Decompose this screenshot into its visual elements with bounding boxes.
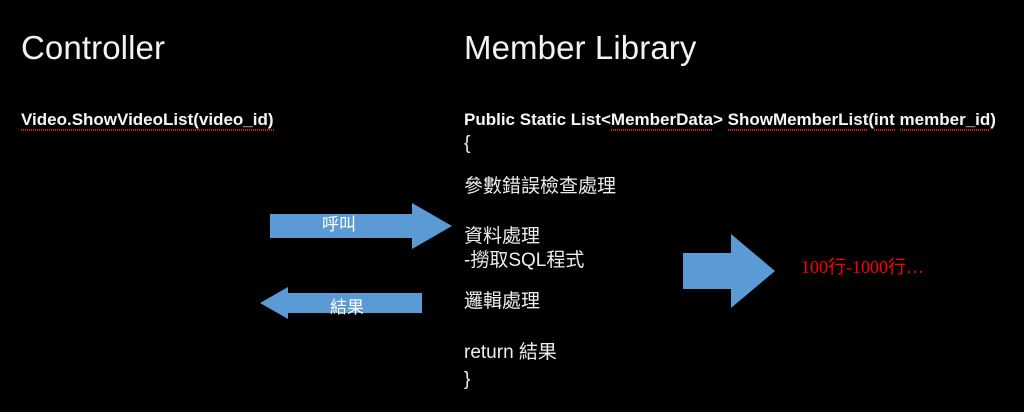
heading-controller: Controller — [21, 29, 166, 66]
brace-close: } — [464, 369, 471, 390]
member-library-signature: Public Static List<MemberData> ShowMembe… — [464, 109, 996, 132]
arrow-call-label: 呼叫 — [322, 215, 356, 234]
arrow-result-shape — [260, 287, 422, 319]
body-line-sql-fetch: -撈取SQL程式 — [464, 250, 585, 271]
annotation-lines-of-code: 100行-1000行… — [801, 257, 924, 277]
brace-open: { — [464, 133, 471, 154]
arrow-call — [270, 203, 452, 249]
arrow-call-shape — [270, 203, 452, 249]
signature-prefix: Public Static List< — [464, 110, 611, 129]
signature-open-paren: ( — [868, 110, 875, 129]
body-line-return: return 結果 — [464, 342, 557, 363]
body-line-data-processing: 資料處理 — [464, 226, 541, 247]
body-line-logic-processing: 邏輯處理 — [464, 291, 541, 312]
signature-method-name: ShowMemberList — [727, 109, 869, 132]
heading-member-library: Member Library — [464, 29, 697, 66]
signature-param-type: int — [874, 109, 895, 132]
signature-middle: > — [712, 110, 728, 129]
signature-param-name: member_id — [899, 109, 991, 132]
signature-generic-type: MemberData — [610, 109, 713, 132]
signature-close-paren: ) — [990, 110, 996, 129]
arrow-result-label: 結果 — [330, 298, 364, 317]
arrow-result — [260, 287, 422, 319]
arrow-heavy-work — [683, 234, 775, 308]
controller-call-expression: Video.ShowVideoList(video_id) — [21, 109, 274, 132]
arrow-heavy-work-shape — [683, 234, 775, 308]
body-line-validate: 參數錯誤檢查處理 — [464, 176, 617, 197]
spellcheck-underline: Video.ShowVideoList(video_id) — [21, 109, 274, 132]
